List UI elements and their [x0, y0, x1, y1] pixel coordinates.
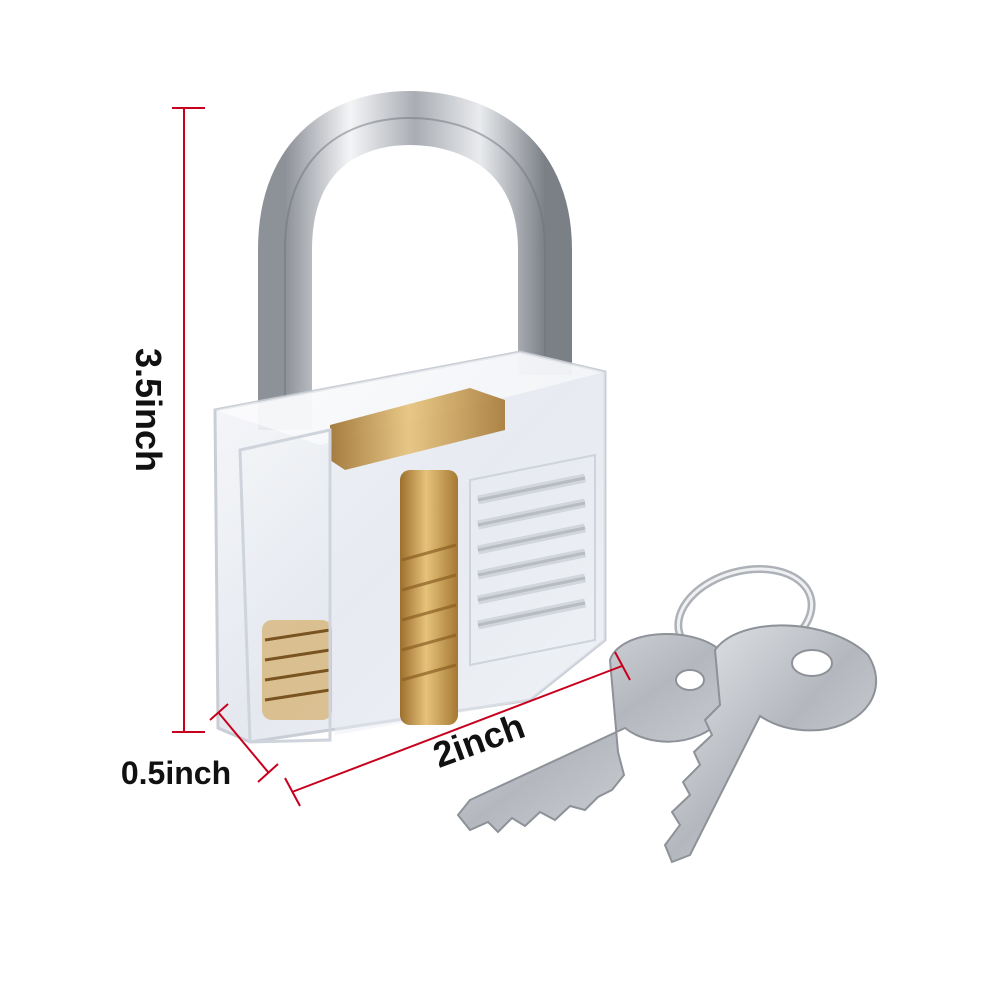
- key-two: [663, 624, 878, 864]
- height-dimension-line: [172, 107, 205, 733]
- padlock: [213, 90, 607, 744]
- keys: [456, 564, 878, 864]
- depth-label: 0.5inch: [121, 755, 231, 791]
- brass-core: [400, 470, 458, 725]
- width-dimension-line: [284, 651, 631, 807]
- height-label: 3.5inch: [128, 348, 169, 472]
- depth-dimension-line: [209, 703, 279, 783]
- key-one: [456, 633, 735, 834]
- shackle-spring: [262, 620, 332, 720]
- brass-cam: [330, 388, 505, 470]
